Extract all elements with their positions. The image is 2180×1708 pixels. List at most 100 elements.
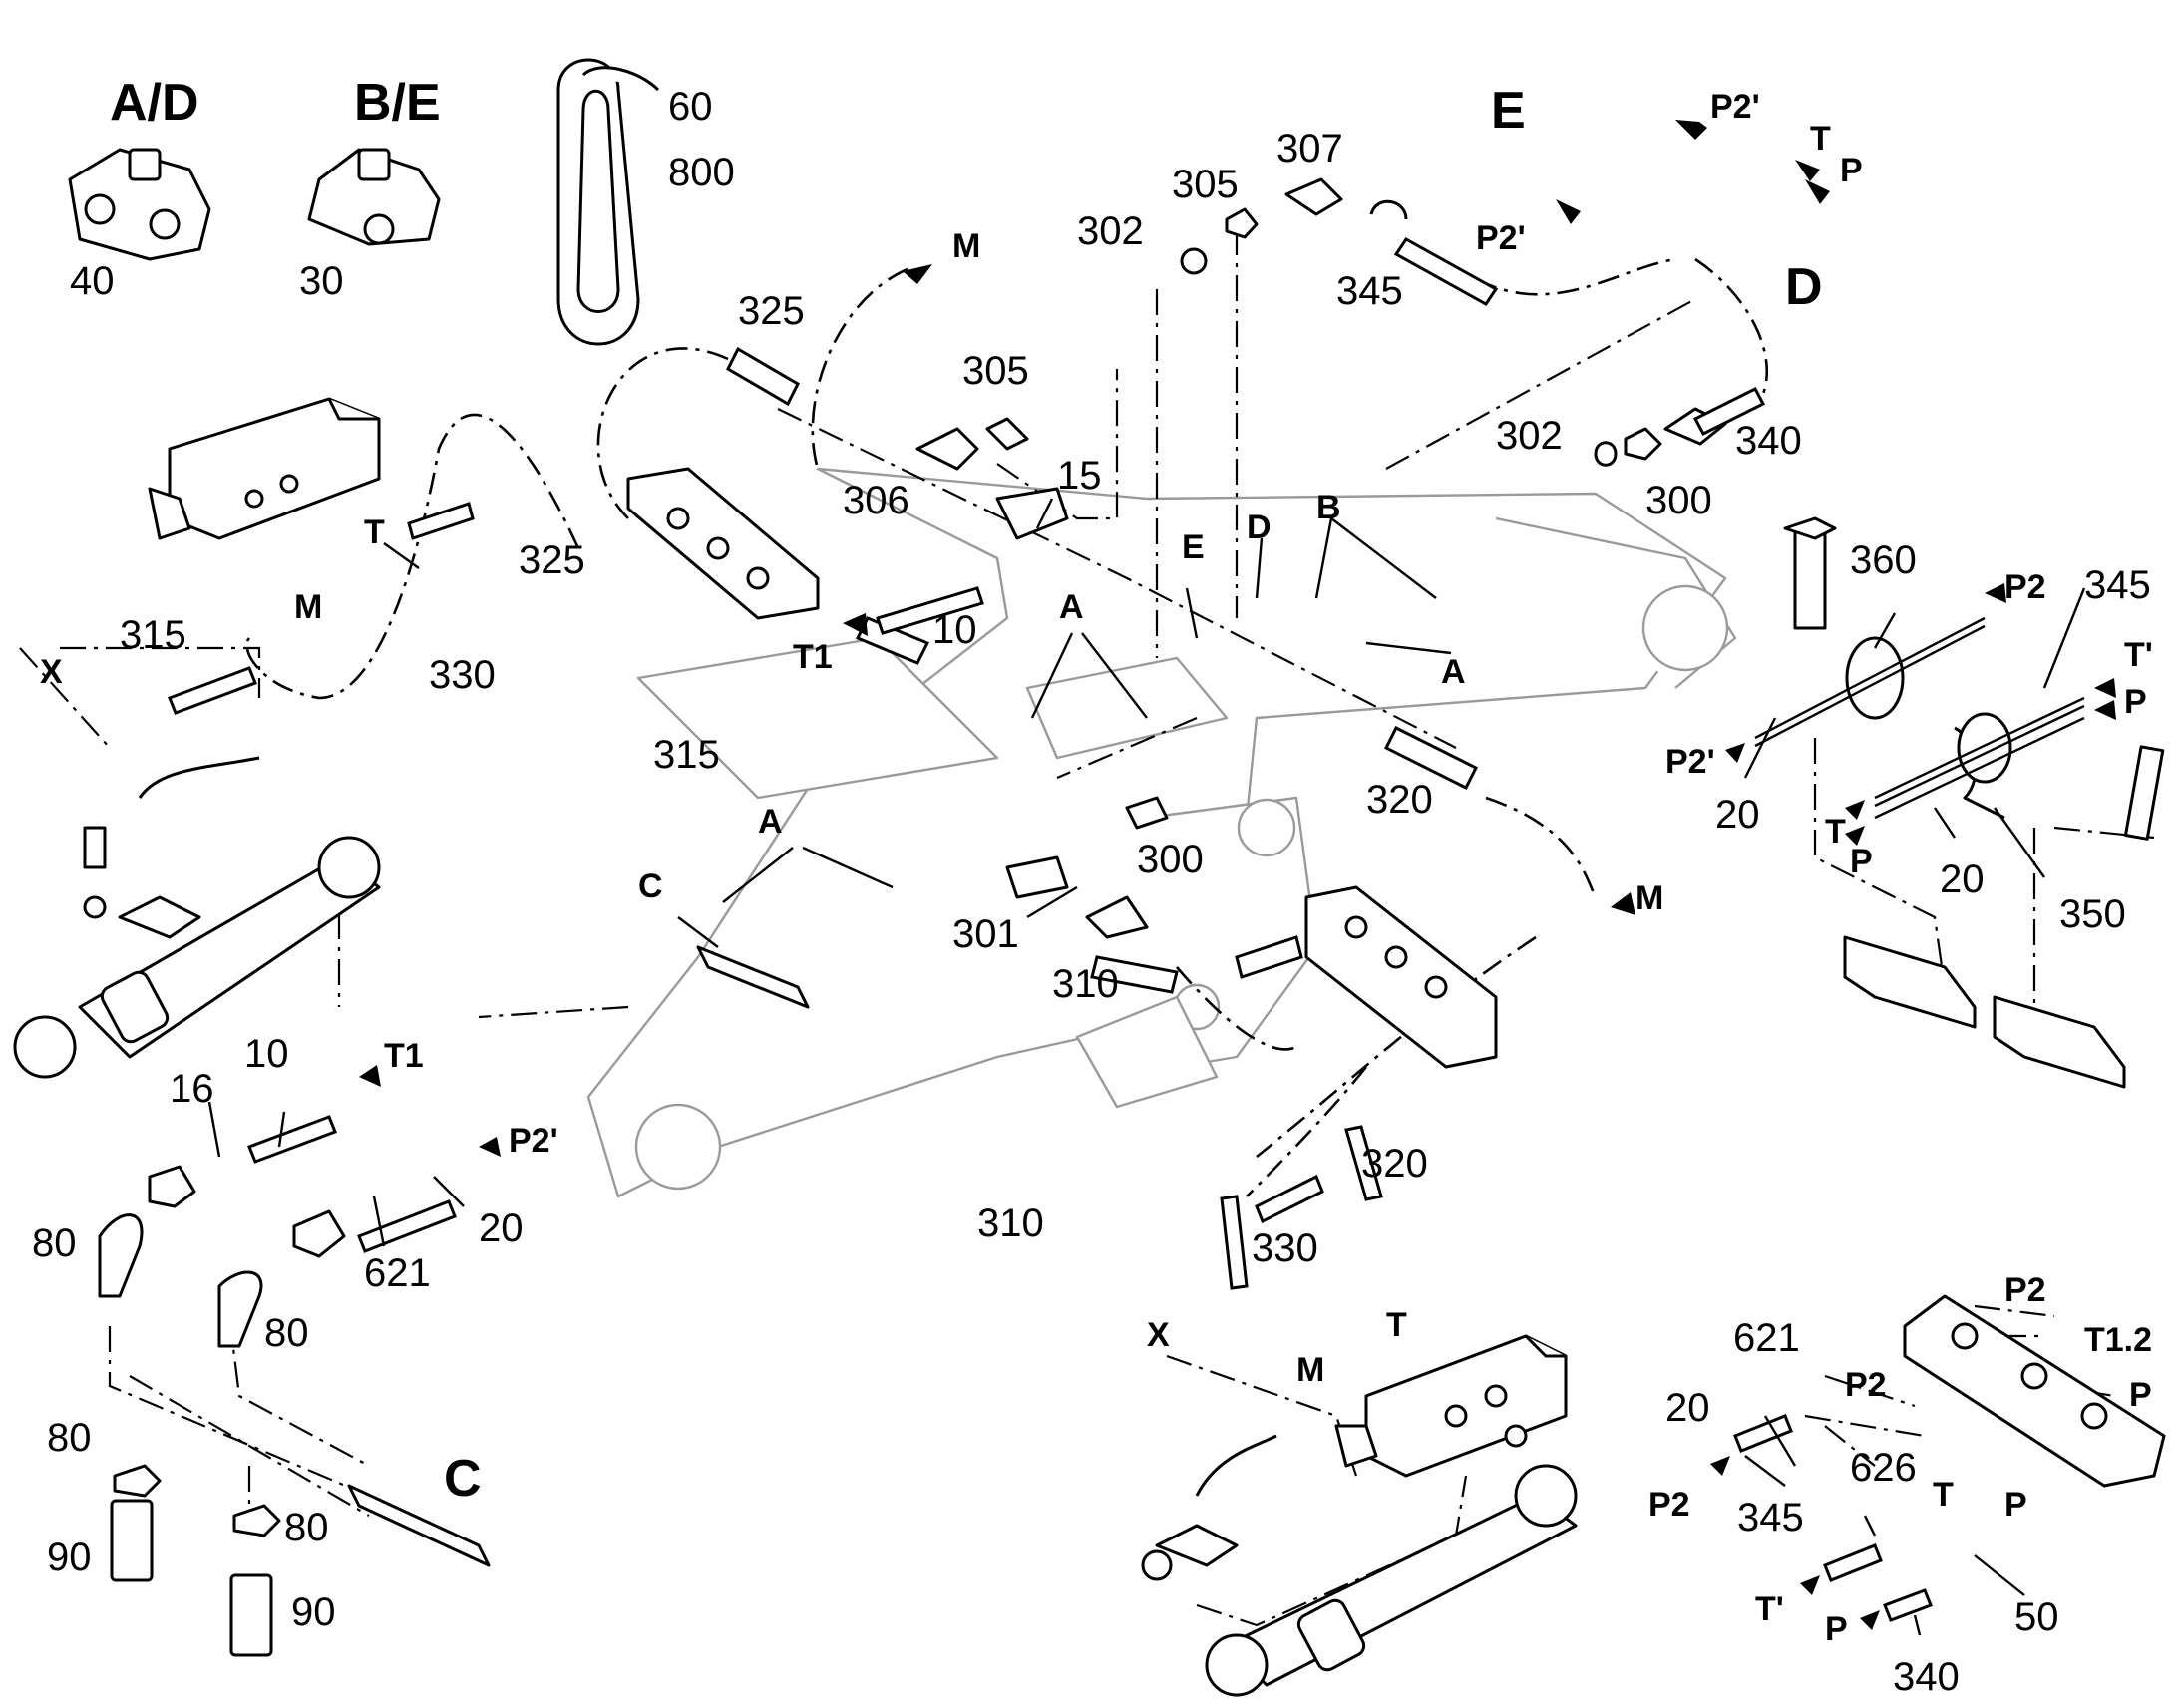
label-10-mid: 10 — [932, 608, 977, 652]
label-p2-fitting: P2 — [1845, 1366, 1887, 1404]
clamp-be-icon — [307, 148, 441, 246]
label-p-fitting: P — [2004, 1486, 2027, 1524]
label-p-right: P — [2124, 683, 2147, 721]
label-a-d: A/D — [110, 74, 199, 132]
bracket-c — [347, 945, 810, 1567]
fittings-center — [915, 417, 1169, 939]
hydraulic-cylinder-left — [13, 756, 381, 1079]
label-a-mid: A — [1059, 588, 1084, 626]
label-20-right: 20 — [1715, 793, 1760, 837]
flow-arrows — [359, 120, 2116, 1630]
label-306: 306 — [843, 479, 909, 522]
label-80-a: 80 — [32, 1221, 77, 1265]
labels: A/D B/E 40 30 60 800 325 M 302 305 307 E… — [32, 74, 2153, 1699]
label-pointers — [207, 498, 2086, 1636]
label-340-bottom: 340 — [1893, 1655, 1960, 1699]
cable-tie-icon — [556, 58, 660, 346]
label-302-right: 302 — [1496, 414, 1563, 458]
label-330-left: 330 — [429, 653, 496, 697]
label-310-low: 310 — [977, 1201, 1044, 1245]
valve-block-bottom — [1334, 1334, 1568, 1478]
label-x-left: X — [40, 653, 63, 691]
label-p-bracket: P — [2129, 1376, 2152, 1414]
hose-manifold-lower — [1304, 885, 1498, 1069]
label-20-clamp: 20 — [1940, 857, 1985, 901]
label-325-top: 325 — [738, 289, 805, 333]
label-305-top: 305 — [1172, 163, 1239, 206]
hose-pair-right — [1754, 616, 2085, 820]
label-300-mid: 300 — [1137, 838, 1204, 881]
label-t-low: T — [1386, 1306, 1407, 1344]
label-621-right: 621 — [1733, 1316, 1800, 1360]
label-20-low: 20 — [479, 1206, 524, 1250]
label-p2-bottom: P2 — [1648, 1486, 1690, 1524]
label-m-low: M — [1296, 1351, 1324, 1389]
fittings-top — [1180, 177, 1727, 467]
label-330-low: 330 — [1252, 1226, 1318, 1270]
label-m-left: M — [294, 588, 322, 626]
label-p2-prime-low: P2' — [509, 1122, 558, 1160]
label-t-clamp: T — [1825, 813, 1846, 851]
label-16: 16 — [170, 1067, 214, 1111]
clamp-assembly-right — [1783, 516, 2165, 1089]
label-b-e: B/E — [354, 74, 441, 132]
label-m-top: M — [952, 227, 980, 265]
label-e-mid: E — [1182, 528, 1205, 566]
valve-block-left — [148, 397, 381, 540]
hoses-braided — [168, 237, 1933, 1622]
label-p2-prime-left: P2' — [1476, 219, 1526, 257]
bracket-detail-lower-right — [1903, 1294, 2166, 1488]
label-310-mid: 310 — [1052, 962, 1119, 1006]
label-350: 350 — [2059, 892, 2126, 936]
label-t1-mid: T1 — [793, 638, 833, 676]
label-c-mid: C — [638, 867, 663, 905]
label-626: 626 — [1850, 1446, 1917, 1490]
label-345-right: 345 — [2084, 563, 2151, 607]
label-90-b: 90 — [291, 1590, 336, 1634]
label-345-bottom: 345 — [1737, 1496, 1804, 1539]
label-t-top: T — [1810, 120, 1831, 158]
label-m-right: M — [1635, 879, 1663, 917]
label-340-top: 340 — [1735, 419, 1802, 463]
label-x-low: X — [1147, 1316, 1170, 1354]
label-20-fitting: 20 — [1665, 1386, 1710, 1430]
label-d-top: D — [1785, 258, 1823, 316]
label-c-low: C — [444, 1450, 482, 1508]
label-305-mid: 305 — [962, 349, 1029, 393]
label-300-top: 300 — [1645, 479, 1712, 522]
label-50: 50 — [2014, 1595, 2059, 1639]
label-320-low: 320 — [1361, 1142, 1428, 1186]
label-80-d: 80 — [284, 1506, 329, 1549]
hose-routing — [245, 257, 1769, 1197]
label-p2-right: P2 — [2004, 568, 2046, 606]
label-302-top: 302 — [1077, 209, 1144, 253]
label-315-left: 315 — [120, 613, 186, 657]
label-p2-prime-top: P2' — [1710, 88, 1760, 126]
label-p-top: P — [1840, 152, 1863, 189]
label-p2-prime-right: P2' — [1665, 743, 1715, 781]
label-621-low: 621 — [364, 1251, 431, 1295]
label-315-mid: 315 — [653, 733, 720, 777]
fittings-bottom-left — [98, 1165, 346, 1657]
label-e-top: E — [1491, 82, 1526, 140]
label-b-mid: B — [1316, 489, 1341, 526]
label-30: 30 — [299, 259, 344, 303]
hose-manifold-upper — [626, 467, 820, 620]
label-t1-low: T1 — [384, 1037, 424, 1075]
label-15: 15 — [1057, 454, 1102, 498]
label-360: 360 — [1850, 538, 1917, 582]
label-p-clamp: P — [1850, 843, 1873, 880]
label-a-low: A — [758, 803, 783, 841]
label-t-fitting: T — [1933, 1476, 1954, 1514]
label-325-left: 325 — [519, 538, 585, 582]
label-60: 60 — [668, 85, 713, 129]
label-t-prime-bottom: T' — [1755, 1590, 1784, 1628]
label-800: 800 — [668, 151, 735, 194]
label-t-prime-right: T' — [2124, 636, 2153, 674]
label-40: 40 — [70, 259, 115, 303]
label-80-c: 80 — [47, 1416, 92, 1460]
label-10-low: 10 — [244, 1032, 289, 1076]
hydraulic-cylinder-bottom — [1141, 1434, 1578, 1697]
label-90-a: 90 — [47, 1536, 92, 1579]
label-t1-2: T1.2 — [2084, 1321, 2152, 1359]
